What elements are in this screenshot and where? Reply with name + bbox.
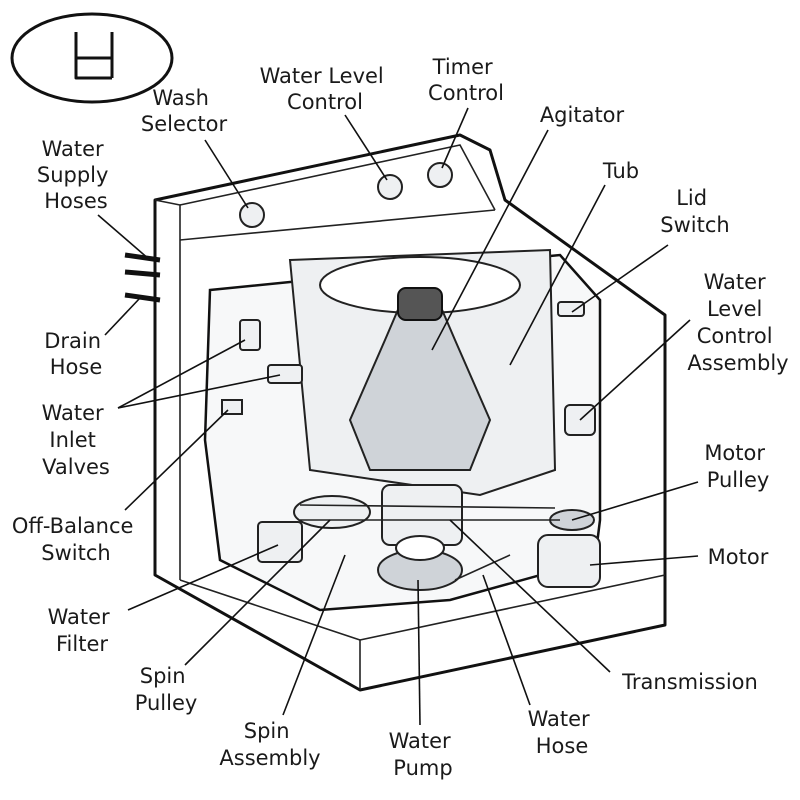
water-inlet-valve xyxy=(239,319,261,351)
label-motor-pulley: Motor Pulley xyxy=(704,441,771,492)
cutaway-interior xyxy=(203,248,602,612)
label-agitator: Agitator xyxy=(540,103,625,127)
label-water-supply-hoses: Water Supply Hoses xyxy=(37,137,115,213)
label-water-level-control-assembly: Water Level Control Assembly xyxy=(687,270,788,375)
part-labels: Wash Selector Water Level Control Timer … xyxy=(12,55,789,780)
label-drain-hose: Drain Hose xyxy=(44,329,108,379)
water-filter xyxy=(257,521,303,563)
label-lid-switch: Lid Switch xyxy=(660,186,729,237)
label-spin-pulley: Spin Pulley xyxy=(135,664,198,715)
washer-cabinet xyxy=(153,133,667,692)
label-water-inlet-valves: Water Inlet Valves xyxy=(42,401,111,479)
label-water-filter: Water Filter xyxy=(48,605,117,656)
leader-lines xyxy=(97,107,699,726)
water-inlet-valve-2 xyxy=(267,364,303,384)
water-level-knob[interactable] xyxy=(377,174,403,200)
label-transmission: Transmission xyxy=(621,670,758,694)
supply-hoses xyxy=(124,252,161,303)
label-water-hose: Water Hose xyxy=(528,707,597,758)
label-wash-selector: Wash Selector xyxy=(141,86,228,136)
control-knobs xyxy=(239,162,453,228)
water-hose xyxy=(454,554,511,581)
agitator xyxy=(348,304,492,471)
label-water-level-control: Water Level Control xyxy=(260,64,391,114)
label-motor: Motor xyxy=(708,545,769,569)
drive-belt xyxy=(299,504,560,521)
motor xyxy=(537,534,601,588)
spin-pulley xyxy=(293,495,371,529)
timer-knob[interactable] xyxy=(427,162,453,188)
agitator-cap xyxy=(397,287,443,321)
wash-selector-knob[interactable] xyxy=(239,202,265,228)
label-spin-assembly: Spin Assembly xyxy=(219,719,320,770)
logo-emblem xyxy=(10,12,174,104)
label-off-balance-switch: Off-Balance Switch xyxy=(12,514,140,565)
label-tub: Tub xyxy=(602,159,639,183)
label-water-pump: Water Pump xyxy=(389,729,458,780)
logo-mark xyxy=(74,32,114,80)
label-timer-control: Timer Control xyxy=(428,55,504,105)
lid-switch xyxy=(557,301,585,317)
